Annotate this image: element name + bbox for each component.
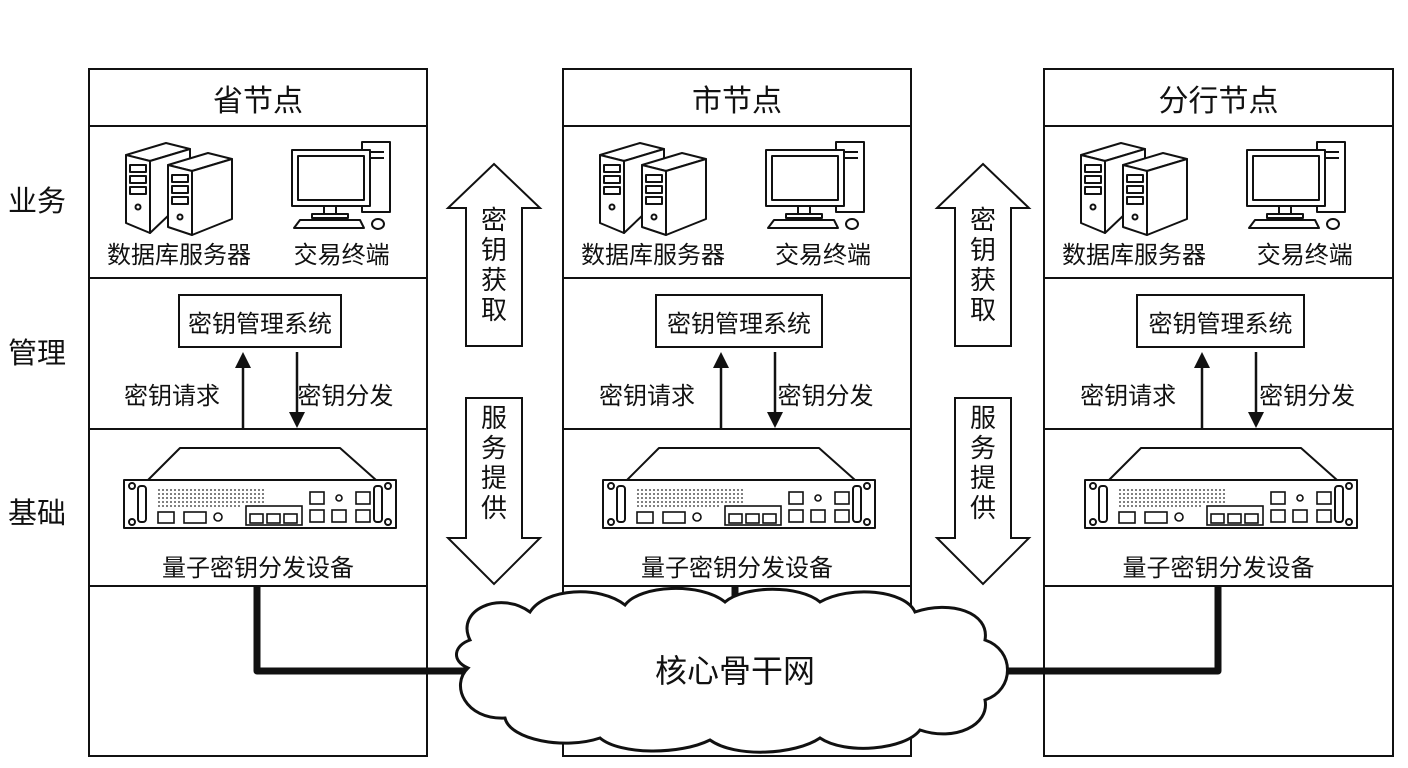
node-title: 省节点: [213, 84, 303, 119]
database-server-label: 数据库服务器: [1062, 241, 1206, 269]
key-acquire-up-arrow: [445, 162, 543, 347]
database-server-icon: [1080, 142, 1188, 236]
service-provide-down-arrow: [934, 397, 1032, 586]
key-request-label: 密钥请求: [599, 382, 695, 410]
qkd-device-icon: [1083, 447, 1358, 529]
divider: [90, 277, 426, 279]
inter-node-arrow-1: [445, 162, 543, 586]
key-management-system-box: 密钥管理系统: [178, 294, 342, 348]
qkd-device-icon: [602, 447, 876, 529]
divider: [1045, 585, 1392, 587]
database-server-icon: [125, 142, 233, 236]
divider: [564, 277, 910, 279]
key-request-label: 密钥请求: [124, 382, 220, 410]
arrow-down-icon: [767, 412, 783, 428]
inter-node-arrow-2: [934, 162, 1032, 586]
key-acquire-label-1: 密钥 获取: [480, 206, 507, 326]
terminal-computer-icon: [1246, 141, 1346, 230]
row-label-management: 管理: [8, 336, 67, 370]
vent-grille: [637, 489, 745, 507]
kms-arrows: [234, 352, 305, 428]
divider: [90, 428, 426, 430]
node-title: 市节点: [692, 84, 782, 119]
service-provide-label-1: 服务 提供: [480, 404, 507, 524]
qkd-device-label: 量子密钥分发设备: [641, 554, 833, 582]
arrow-up-icon: [234, 352, 251, 368]
terminal-computer-icon: [765, 141, 865, 230]
qkd-device-label: 量子密钥分发设备: [1122, 554, 1315, 582]
arrow-down-icon: [288, 412, 305, 428]
database-server-icon: [599, 142, 707, 236]
row-label-business: 业务: [8, 184, 67, 218]
node-column-3: 分行节点: [1043, 68, 1394, 757]
key-acquire-label-2: 密钥 获取: [969, 206, 996, 326]
key-distribute-label: 密钥分发: [777, 382, 874, 410]
arrow-up-icon: [713, 352, 729, 368]
terminal-computer-icon: [291, 141, 391, 230]
node-title: 分行节点: [1158, 84, 1279, 119]
key-distribute-label: 密钥分发: [1259, 382, 1356, 410]
terminal-label: 交易终端: [1256, 241, 1353, 269]
vent-grille: [158, 489, 266, 507]
arrow-down-icon: [1248, 412, 1265, 428]
key-request-label: 密钥请求: [1080, 382, 1177, 410]
qkd-device-icon: [123, 447, 397, 529]
divider: [564, 585, 910, 587]
divider: [1045, 428, 1392, 430]
divider: [90, 585, 426, 587]
divider: [1045, 125, 1392, 127]
arrow-up-icon: [1194, 352, 1211, 368]
divider: [564, 125, 910, 127]
divider: [564, 428, 910, 430]
qkd-device-label: 量子密钥分发设备: [162, 554, 354, 582]
service-provide-down-arrow: [445, 397, 543, 586]
database-server-label: 数据库服务器: [107, 241, 251, 269]
key-management-system-box: 密钥管理系统: [655, 294, 823, 348]
key-acquire-up-arrow: [934, 162, 1032, 347]
divider: [90, 125, 426, 127]
key-distribute-label: 密钥分发: [297, 382, 394, 410]
kms-arrows: [1194, 352, 1265, 428]
terminal-label: 交易终端: [775, 241, 871, 269]
key-management-system-box: 密钥管理系统: [1136, 294, 1305, 348]
node-column-1: 省节点: [88, 68, 428, 757]
divider: [1045, 277, 1392, 279]
service-provide-label-2: 服务 提供: [969, 404, 996, 524]
database-server-label: 数据库服务器: [581, 241, 725, 269]
terminal-label: 交易终端: [293, 241, 390, 269]
kms-arrows: [713, 352, 783, 428]
backbone-network-label: 核心骨干网: [654, 652, 815, 690]
row-label-foundation: 基础: [8, 496, 67, 530]
vent-grille: [1118, 489, 1227, 507]
